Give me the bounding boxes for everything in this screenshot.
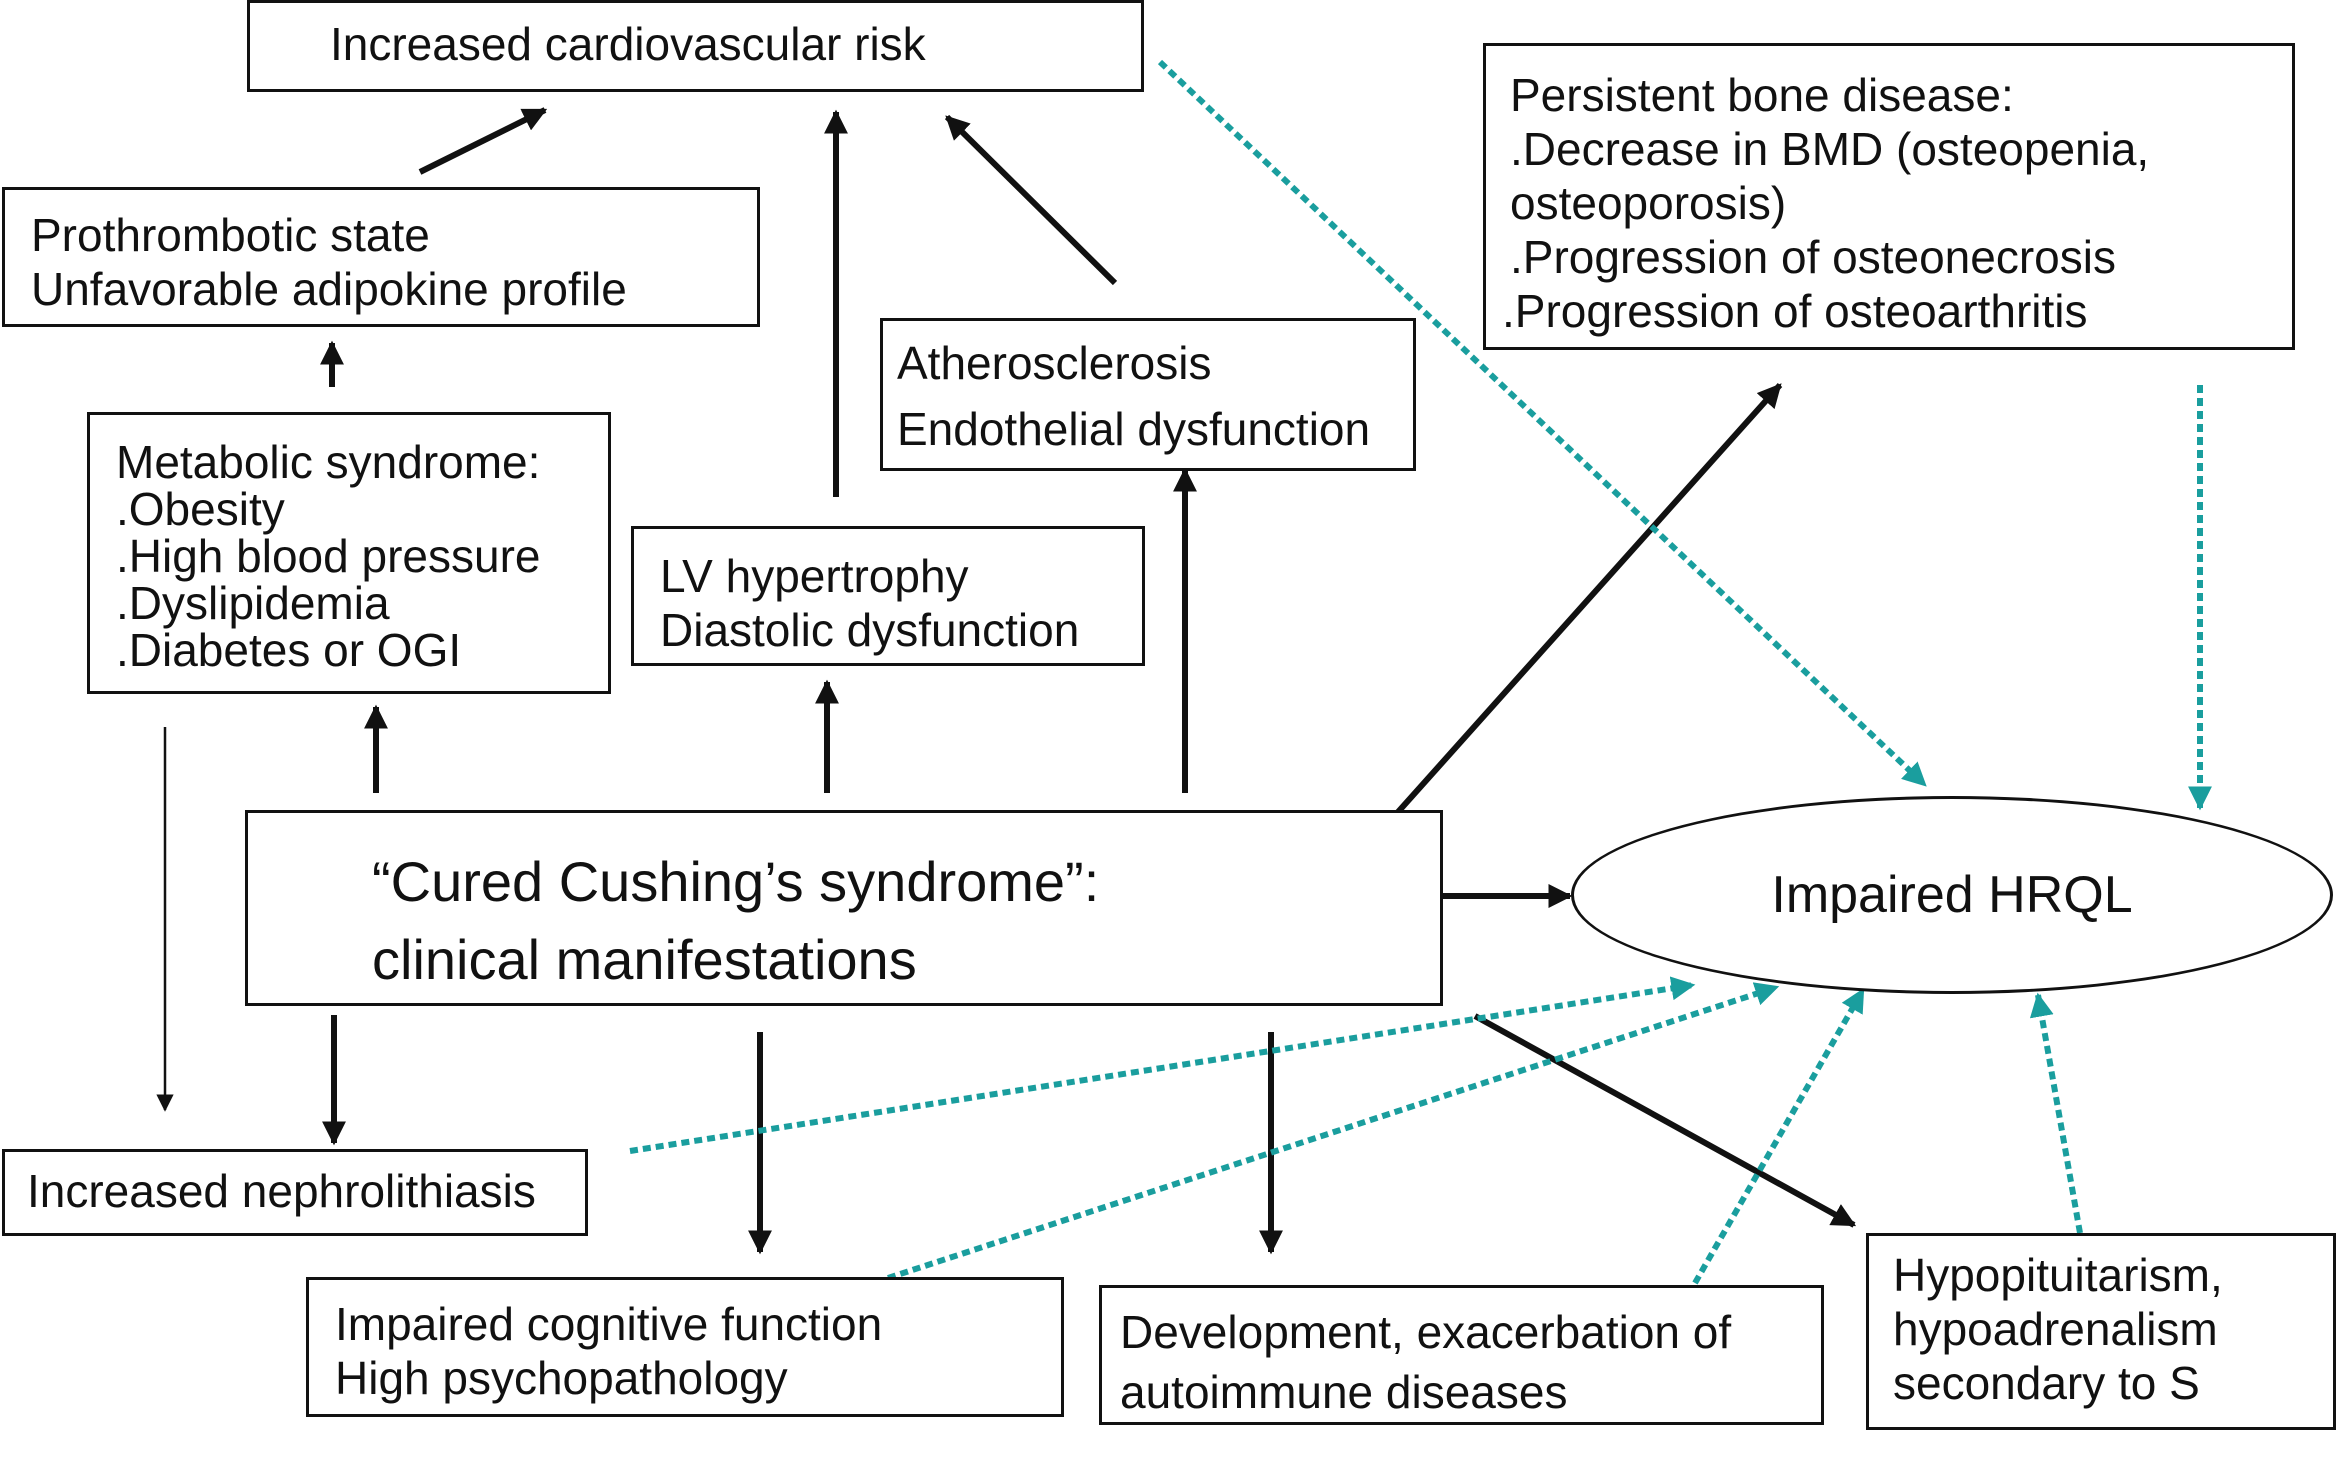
- node-label: .High blood pressure: [116, 530, 541, 582]
- node-label: .Progression of osteoarthritis: [1502, 285, 2088, 337]
- dotted-arrow-nephro-to-hrql: [629, 976, 1696, 1154]
- node-nephrolithiasis: Increased nephrolithiasis: [2, 1149, 588, 1236]
- node-label: .Decrease in BMD (osteopenia,: [1510, 123, 2150, 175]
- node-label: Increased cardiovascular risk: [330, 18, 926, 70]
- node-label: Diastolic dysfunction: [660, 604, 1080, 656]
- node-label: .Progression of osteonecrosis: [1510, 231, 2116, 283]
- node-label: .Diabetes or OGI: [116, 624, 462, 676]
- node-label: Increased nephrolithiasis: [27, 1165, 536, 1217]
- arrow-cured-to-bone: [1395, 382, 1783, 815]
- node-hypopituitarism: Hypopituitarism, hypoadrenalism secondar…: [1866, 1233, 2336, 1430]
- arrow-cured-to-hypopit: [1473, 1013, 1857, 1228]
- node-label: .Obesity: [116, 483, 285, 535]
- node-label: High psychopathology: [335, 1352, 788, 1404]
- node-lv-hypertrophy: LV hypertrophy Diastolic dysfunction: [631, 526, 1145, 666]
- dotted-arrow-cvrisk-to-hrql: [1157, 59, 1928, 788]
- node-prothrombotic: Prothrombotic state Unfavorable adipokin…: [2, 187, 760, 327]
- node-atherosclerosis: Atherosclerosis Endothelial dysfunction: [880, 318, 1416, 471]
- arrow-athero-to-cvrisk: [944, 114, 1118, 286]
- node-label: .Dyslipidemia: [116, 577, 390, 629]
- node-impaired-hrql: Impaired HRQL: [1571, 796, 2333, 994]
- node-label: Prothrombotic state: [31, 209, 430, 261]
- node-label: Impaired cognitive function: [335, 1298, 883, 1350]
- dotted-arrow-cognitive-to-hrql: [887, 982, 1780, 1281]
- node-label: autoimmune diseases: [1120, 1366, 1568, 1418]
- node-cardiovascular-risk: Increased cardiovascular risk: [247, 0, 1144, 92]
- node-label: Metabolic syndrome:: [116, 436, 541, 488]
- node-autoimmune-diseases: Development, exacerbation of autoimmune …: [1099, 1285, 1824, 1425]
- node-label: Unfavorable adipokine profile: [31, 263, 627, 315]
- node-label: secondary to S: [1893, 1357, 2200, 1409]
- node-label: Hypopituitarism,: [1893, 1249, 2223, 1301]
- node-label: Atherosclerosis: [897, 337, 1212, 389]
- arrow-prothrombotic-to-cvrisk: [418, 107, 548, 175]
- node-label: “Cured Cushing’s syndrome”:: [372, 850, 1100, 913]
- node-cured-cushing: “Cured Cushing’s syndrome”: clinical man…: [245, 810, 1443, 1006]
- node-label: hypoadrenalism: [1893, 1303, 2218, 1355]
- dotted-arrow-autoimmune-to-hrql: [1692, 987, 1866, 1285]
- dotted-arrow-hypopit-to-hrql: [2029, 992, 2083, 1234]
- node-label: Development, exacerbation of: [1120, 1306, 1732, 1358]
- node-metabolic-syndrome: Metabolic syndrome: .Obesity .High blood…: [87, 412, 611, 694]
- node-bone-disease: Persistent bone disease: .Decrease in BM…: [1483, 43, 2295, 350]
- node-label: LV hypertrophy: [660, 550, 969, 602]
- node-label: osteoporosis): [1510, 177, 1787, 229]
- node-label: Endothelial dysfunction: [897, 403, 1371, 455]
- node-label: Persistent bone disease:: [1510, 69, 2014, 121]
- node-cognitive-function: Impaired cognitive function High psychop…: [306, 1277, 1064, 1417]
- node-label: clinical manifestations: [372, 928, 917, 991]
- node-label: Impaired HRQL: [1771, 866, 2133, 924]
